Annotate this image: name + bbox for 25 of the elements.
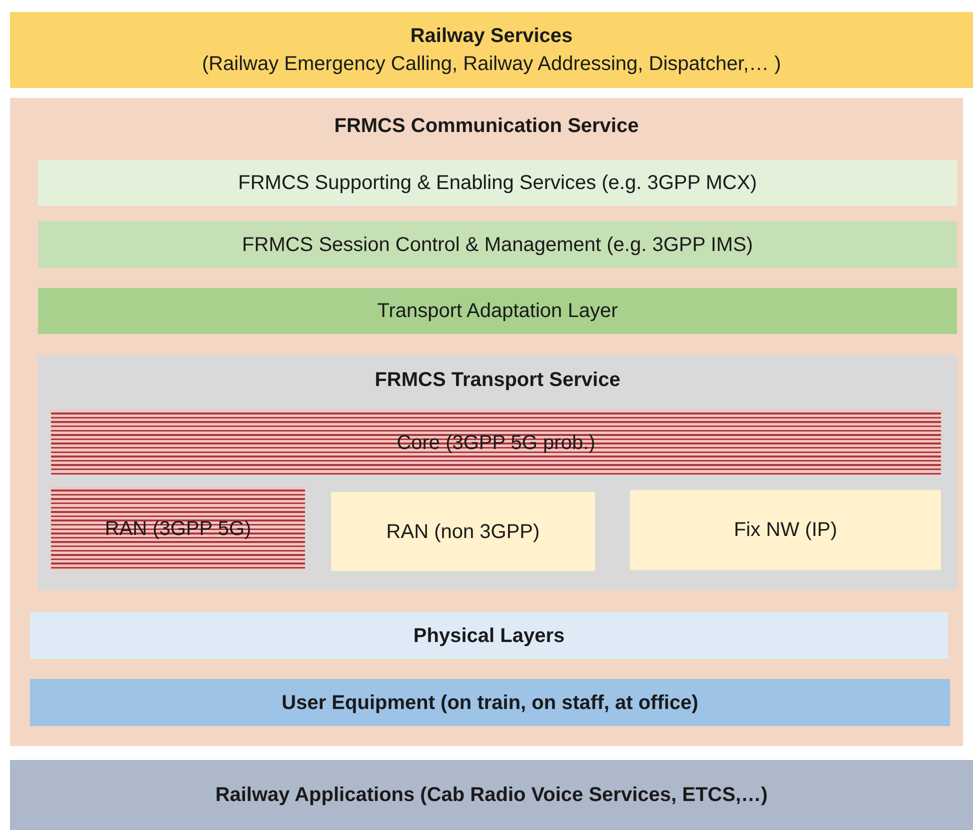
panel-heading: FRMCS Transport Service [374, 368, 620, 392]
layer-label: Railway Applications (Cab Radio Voice Services, ETCS,…) [215, 783, 768, 807]
application-band [10, 760, 973, 830]
layer-label: User Equipment (on train, on staff, at office) [282, 690, 698, 714]
layer-label: Transport Adaptation Layer [377, 299, 618, 323]
hatched-block [51, 487, 305, 570]
panel-heading: Railway Services [410, 24, 573, 48]
layer-label: (Railway Emergency Calling, Railway Addressing, Dispatcher,… ) [202, 52, 782, 76]
layer-label: RAN (non 3GPP) [386, 520, 540, 544]
layer-band [38, 160, 957, 206]
service-band [10, 12, 973, 88]
layer-band [30, 612, 948, 659]
layer-band [38, 221, 957, 268]
layer-label: FRMCS Supporting & Enabling Services (e.g. 3GPP MCX) [238, 171, 757, 195]
layer-band [38, 288, 957, 334]
layer-panel [10, 98, 963, 746]
layer-panel [38, 355, 957, 590]
layer-label: FRMCS Session Control & Management (e.g. 3GPP IMS) [242, 232, 753, 256]
network-block [630, 490, 941, 570]
layer-label: Fix NW (IP) [734, 518, 838, 542]
hatched-block [51, 410, 941, 475]
layer-band [30, 679, 950, 726]
network-block [331, 492, 595, 571]
layer-label: Physical Layers [413, 624, 565, 648]
panel-heading: FRMCS Communication Service [334, 114, 639, 138]
